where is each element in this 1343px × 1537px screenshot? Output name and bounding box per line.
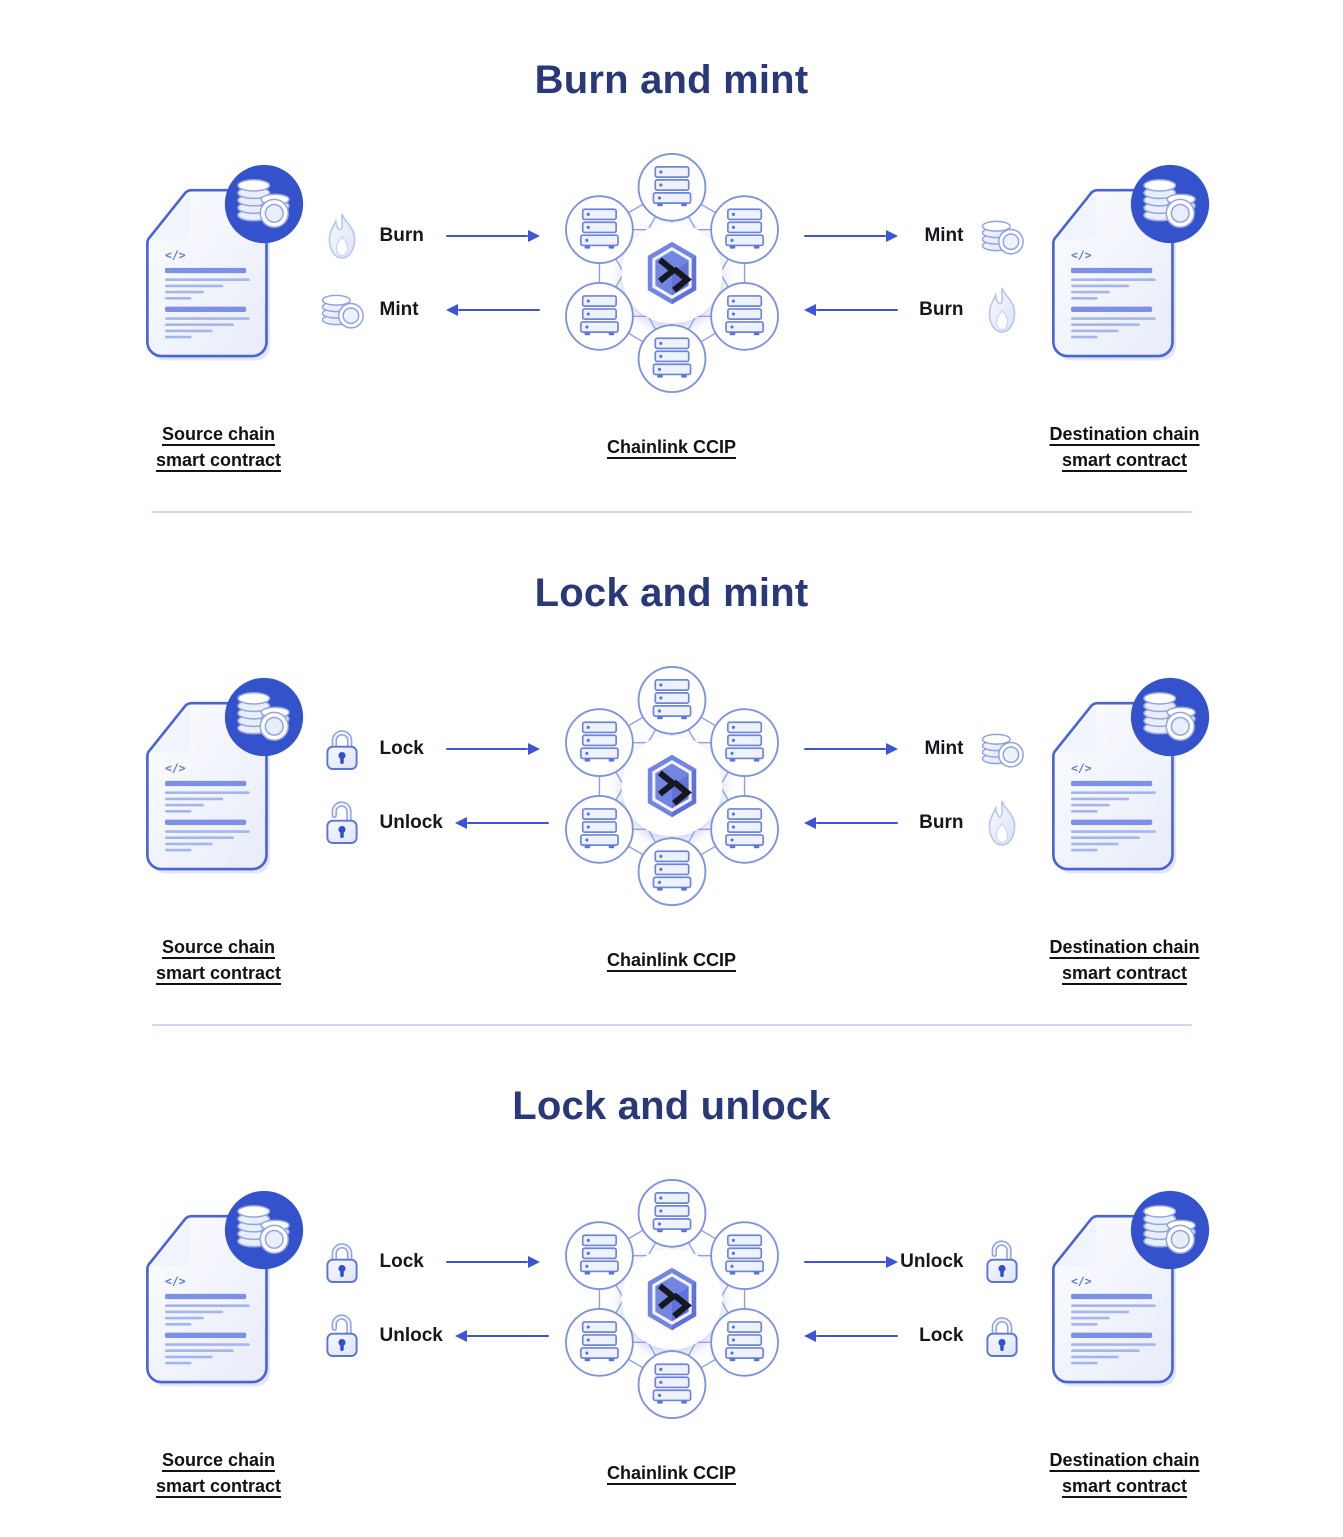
unlock-icon — [316, 796, 368, 850]
flow-burn: Burn — [803, 283, 1028, 337]
ccip-network-icon — [546, 660, 798, 912]
source-chain-label: Source chain smart contract — [155, 937, 282, 984]
flow-unlock: Unlock — [316, 796, 549, 850]
arrow-left-icon — [803, 1330, 898, 1342]
section-divider — [151, 511, 1192, 513]
flow-label: Mint — [924, 225, 964, 246]
token-badge-icon — [223, 1189, 305, 1271]
source-contract — [128, 1203, 310, 1395]
chainlink-ccip-label: Chainlink CCIP — [606, 950, 736, 971]
destination-contract — [1034, 1203, 1216, 1395]
flow-label: Mint — [379, 299, 419, 320]
chainlink-ccip-label: Chainlink CCIP — [606, 1463, 736, 1484]
destination-flows: Mint Burn — [803, 722, 1028, 850]
contract-document-icon — [135, 678, 303, 882]
flame-icon — [316, 209, 368, 263]
flow-label: Lock — [379, 738, 424, 759]
flow-label: Unlock — [379, 1325, 443, 1346]
destination-chain-label: Destination chain smart contract — [1049, 1450, 1200, 1497]
section-title: Lock and unlock — [512, 1084, 831, 1128]
destination-chain-label: Destination chain smart contract — [1049, 937, 1200, 984]
flow-label: Mint — [924, 738, 964, 759]
arrow-right-icon — [803, 230, 898, 242]
lock-icon — [316, 1235, 368, 1289]
flow-label: Unlock — [379, 812, 443, 833]
token-badge-icon — [223, 163, 305, 245]
token-badge-icon — [1129, 163, 1211, 245]
token-badge-icon — [223, 676, 305, 758]
coins-icon — [316, 283, 368, 337]
token-badge-icon — [1129, 1189, 1211, 1271]
flame-icon — [976, 796, 1028, 850]
flow-label: Unlock — [900, 1251, 964, 1272]
destination-chain-label: Destination chain smart contract — [1049, 424, 1200, 471]
flow-burn: Burn — [316, 210, 540, 262]
arrow-right-icon — [445, 230, 540, 242]
flow-label: Burn — [919, 812, 964, 833]
source-chain-label: Source chain smart contract — [155, 424, 282, 471]
chainlink-ccip-label: Chainlink CCIP — [606, 437, 736, 458]
lock-icon — [316, 722, 368, 776]
flow-label: Lock — [919, 1325, 964, 1346]
source-flows: Lock Unlock — [316, 723, 549, 850]
arrow-left-icon — [445, 304, 540, 316]
arrow-left-icon — [803, 304, 898, 316]
coins-icon — [976, 209, 1028, 263]
source-flows: Burn Mint — [316, 210, 540, 336]
flow-label: Lock — [379, 1251, 424, 1272]
unlock-icon — [976, 1235, 1028, 1289]
destination-contract — [1034, 177, 1216, 369]
contract-document-icon — [135, 1191, 303, 1395]
flow-lock: Lock — [316, 723, 540, 775]
section-divider — [151, 1024, 1192, 1026]
flow-mint: Mint — [803, 209, 1028, 263]
captions-row: Source chain smart contract Chainlink CC… — [0, 934, 1343, 986]
section-lock-and-mint: Lock and mint Lock Unlock — [0, 513, 1343, 1024]
source-contract — [128, 690, 310, 882]
flow-label: Burn — [919, 299, 964, 320]
diagram: Lock Unlock Mint Burn — [0, 660, 1343, 912]
source-chain-label: Source chain smart contract — [155, 1450, 282, 1497]
arrow-right-icon — [803, 743, 898, 755]
unlock-icon — [316, 1309, 368, 1363]
flow-mint: Mint — [803, 722, 1028, 776]
token-badge-icon — [1129, 676, 1211, 758]
flame-icon — [976, 283, 1028, 337]
arrow-left-icon — [454, 817, 549, 829]
arrow-right-icon — [445, 1256, 540, 1268]
ccip-network-icon — [546, 1173, 798, 1425]
captions-row: Source chain smart contract Chainlink CC… — [0, 421, 1343, 473]
flow-unlock: Unlock — [803, 1235, 1028, 1289]
lock-icon — [976, 1309, 1028, 1363]
source-flows: Lock Unlock — [316, 1236, 549, 1363]
flow-burn: Burn — [803, 796, 1028, 850]
diagram: Burn Mint Mint Burn — [0, 147, 1343, 399]
diagram: Lock Unlock Unlock Lock — [0, 1173, 1343, 1425]
arrow-right-icon — [445, 743, 540, 755]
contract-document-icon — [1041, 678, 1209, 882]
section-lock-and-unlock: Lock and unlock Lock Unlock — [0, 1026, 1343, 1537]
arrow-left-icon — [454, 1330, 549, 1342]
flow-lock: Lock — [803, 1309, 1028, 1363]
section-title: Burn and mint — [534, 58, 809, 102]
source-contract — [128, 177, 310, 369]
ccip-network-icon — [546, 147, 798, 399]
flow-lock: Lock — [316, 1236, 540, 1288]
destination-contract — [1034, 690, 1216, 882]
flow-unlock: Unlock — [316, 1309, 549, 1363]
captions-row: Source chain smart contract Chainlink CC… — [0, 1447, 1343, 1499]
arrow-right-icon — [803, 1256, 898, 1268]
flow-mint: Mint — [316, 284, 540, 336]
destination-flows: Unlock Lock — [803, 1235, 1028, 1363]
contract-document-icon — [1041, 165, 1209, 369]
coins-icon — [976, 722, 1028, 776]
arrow-left-icon — [803, 817, 898, 829]
section-title: Lock and mint — [534, 571, 809, 615]
contract-document-icon — [135, 165, 303, 369]
destination-flows: Mint Burn — [803, 209, 1028, 337]
contract-document-icon — [1041, 1191, 1209, 1395]
section-burn-and-mint: Burn and mint Burn Mint — [0, 0, 1343, 511]
flow-label: Burn — [379, 225, 424, 246]
